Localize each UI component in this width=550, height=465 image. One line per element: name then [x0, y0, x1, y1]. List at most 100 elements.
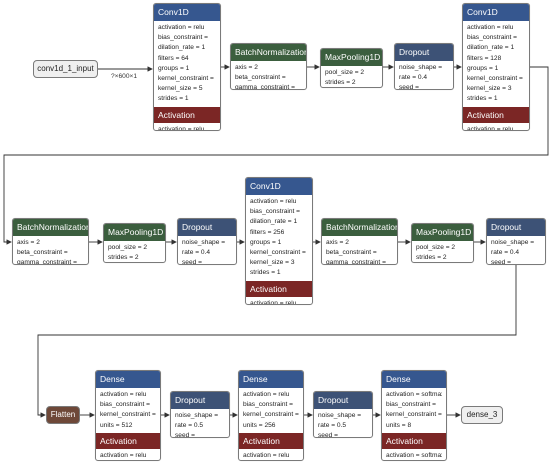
attribute-row: rate = 0.4: [399, 74, 428, 82]
attribute-row: activation = softmax: [386, 391, 442, 398]
attribute-row: activation = relu: [467, 24, 514, 31]
attribute-row: strides = 2: [416, 254, 447, 262]
activation-attributes: activation = relu: [96, 449, 160, 460]
activation-attributes: activation = relu: [246, 297, 312, 305]
layer-node-bn2[interactable]: BatchNormalization axis = 2 beta_constrain…: [12, 218, 89, 265]
input-node[interactable]: conv1d_1_input: [33, 60, 98, 78]
layer-title: Dropout: [314, 392, 372, 409]
attribute-row: dilation_rate = 1: [467, 44, 515, 52]
attribute-row: seed =: [318, 432, 338, 438]
attribute-row: pool_size = 2: [108, 244, 148, 251]
attribute-row: seed =: [175, 432, 195, 438]
activation-title: Activation: [154, 106, 220, 123]
layer-attributes: activation = relu bias_constraint = kernel…: [239, 388, 303, 433]
layer-node-conv2[interactable]: Conv1D activation = relu bias_constraint =…: [462, 3, 530, 131]
attribute-row: bias_constraint =: [243, 401, 294, 409]
attribute-row: gamma_constraint =: [17, 259, 77, 265]
layer-title: Conv1D: [246, 178, 312, 195]
layer-title: BatchNormalization: [322, 219, 397, 236]
layer-attributes: pool_size = 2 strides = 2: [412, 241, 473, 262]
layer-attributes: axis = 2 beta_constraint = gamma_constrain…: [13, 236, 88, 265]
attribute-row: strides = 2: [108, 254, 139, 262]
attribute-row: kernel_constraint =: [250, 249, 306, 257]
attribute-row: dilation_rate = 1: [250, 218, 298, 226]
attribute-row: activation = relu: [243, 451, 290, 459]
attribute-row: kernel_size = 3: [467, 85, 512, 93]
attribute-row: kernel_size = 5: [158, 85, 203, 93]
attribute-row: groups = 1: [250, 238, 282, 246]
attribute-row: axis = 2: [17, 239, 40, 246]
attribute-row: kernel_constraint =: [243, 411, 299, 419]
attribute-row: noise_shape =: [182, 239, 226, 246]
attribute-row: noise_shape =: [399, 64, 443, 71]
attribute-row: beta_constraint =: [17, 249, 68, 257]
output-node[interactable]: dense_3: [461, 406, 503, 424]
attribute-row: bias_constraint =: [250, 208, 301, 216]
attribute-row: gamma_constraint =: [235, 84, 295, 90]
attribute-row: axis = 2: [235, 64, 258, 71]
attribute-row: activation = relu: [243, 391, 290, 398]
attribute-row: activation = relu: [100, 451, 147, 459]
layer-node-dense3[interactable]: Dense activation = softmax bias_constraint…: [381, 370, 447, 461]
attribute-row: bias_constraint =: [467, 34, 518, 42]
attribute-row: units = 256: [243, 421, 276, 429]
attribute-row: activation = softmax: [386, 451, 442, 459]
attribute-row: bias_constraint =: [158, 34, 209, 42]
layer-attributes: activation = relu bias_constraint = dilati…: [463, 21, 529, 107]
attribute-row: noise_shape =: [491, 239, 535, 246]
layer-title: Dropout: [487, 219, 545, 236]
attribute-row: strides = 2: [325, 79, 356, 87]
attribute-row: pool_size = 2: [416, 244, 456, 251]
attribute-row: seed =: [491, 259, 511, 265]
layer-title: Dense: [382, 371, 446, 388]
attribute-row: groups = 1: [467, 64, 499, 72]
flatten-node[interactable]: Flatten: [46, 406, 80, 424]
input-shape-label: ?×600×1: [111, 73, 138, 80]
activation-attributes: activation = softmax: [382, 449, 446, 460]
layer-title: Conv1D: [463, 4, 529, 21]
layer-title: Dropout: [395, 44, 453, 61]
attribute-row: bias_constraint =: [386, 401, 437, 409]
attribute-row: beta_constraint =: [326, 249, 377, 257]
attribute-row: activation = relu: [250, 299, 297, 305]
attribute-row: noise_shape =: [318, 412, 362, 419]
layer-attributes: pool_size = 2 strides = 2: [104, 241, 165, 262]
attribute-row: activation = relu: [100, 391, 147, 398]
attribute-row: filters = 128: [467, 54, 502, 62]
activation-title: Activation: [246, 280, 312, 297]
layer-title: BatchNormalization: [13, 219, 88, 236]
attribute-row: dilation_rate = 1: [158, 44, 206, 52]
attribute-row: activation = relu: [467, 125, 514, 131]
activation-attributes: activation = relu: [239, 449, 303, 460]
layer-title: BatchNormalization: [231, 44, 306, 61]
layer-title: MaxPooling1D: [104, 224, 165, 241]
attribute-row: strides = 1: [158, 95, 189, 103]
activation-title: Activation: [96, 432, 160, 449]
layer-node-pool2[interactable]: MaxPooling1D pool_size = 2 strides = 2: [103, 223, 166, 263]
